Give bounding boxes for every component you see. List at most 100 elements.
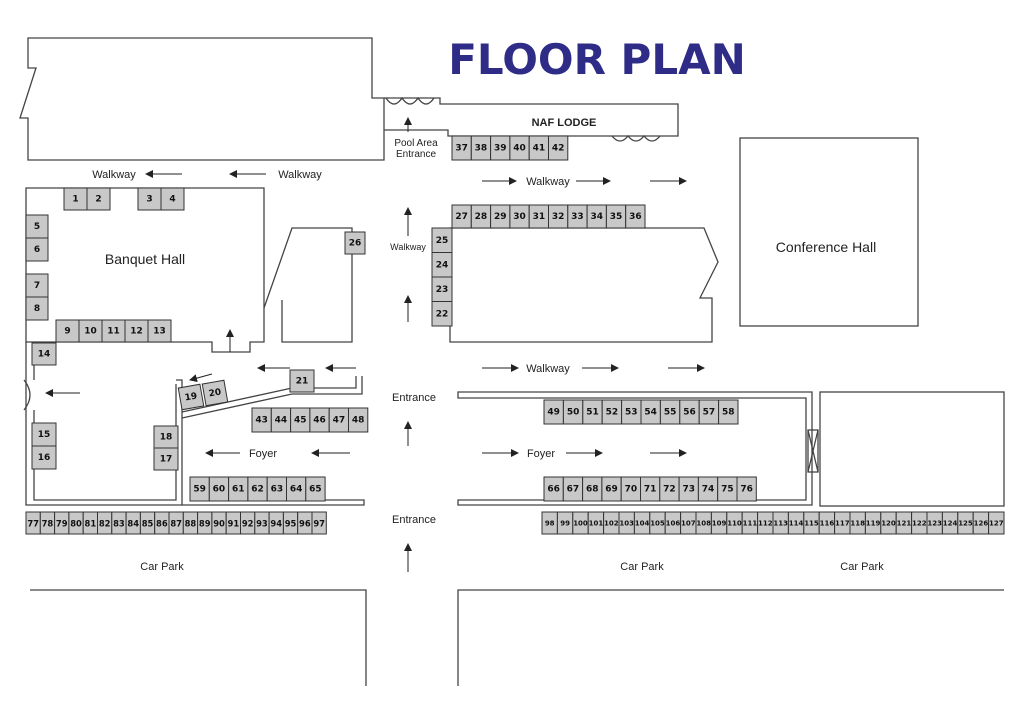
booth-56[interactable]: 56 [679,399,700,425]
booth-123[interactable]: 123 [926,511,943,535]
booth-3[interactable]: 3 [137,187,162,211]
booth-17[interactable]: 17 [153,447,179,471]
booth-33[interactable]: 33 [567,204,588,229]
booth-113[interactable]: 113 [772,511,789,535]
booth-26[interactable]: 26 [344,231,366,255]
booth-42[interactable]: 42 [548,135,569,161]
booth-76[interactable]: 76 [736,476,757,502]
booth-100[interactable]: 100 [572,511,589,535]
booth-108[interactable]: 108 [695,511,712,535]
booth-109[interactable]: 109 [710,511,728,535]
booth-112[interactable]: 112 [757,511,774,535]
booth-67[interactable]: 67 [562,476,584,502]
booth-15[interactable]: 15 [31,422,57,447]
booth-40[interactable]: 40 [509,135,530,161]
booth-81[interactable]: 81 [82,511,98,535]
booth-2[interactable]: 2 [86,187,111,211]
booth-120[interactable]: 120 [880,511,897,535]
booth-51[interactable]: 51 [582,399,603,425]
booth-50[interactable]: 50 [562,399,584,425]
booth-107[interactable]: 107 [680,511,697,535]
booth-127[interactable]: 127 [988,511,1005,535]
booth-4[interactable]: 4 [160,187,185,211]
booth-77[interactable]: 77 [25,511,41,535]
booth-6[interactable]: 6 [25,237,49,262]
booth-19[interactable]: 19 [177,383,205,411]
booth-83[interactable]: 83 [111,511,127,535]
booth-64[interactable]: 64 [286,476,307,502]
booth-96[interactable]: 96 [297,511,313,535]
booth-29[interactable]: 29 [490,204,511,229]
booth-45[interactable]: 45 [290,407,311,433]
booth-75[interactable]: 75 [717,476,738,502]
booth-11[interactable]: 11 [101,319,126,343]
booth-85[interactable]: 85 [139,511,156,535]
booth-91[interactable]: 91 [225,511,241,535]
booth-125[interactable]: 125 [957,511,974,535]
booth-92[interactable]: 92 [240,511,256,535]
booth-13[interactable]: 13 [147,319,172,343]
booth-97[interactable]: 97 [311,511,327,535]
booth-53[interactable]: 53 [621,399,642,425]
booth-7[interactable]: 7 [25,273,49,298]
booth-9[interactable]: 9 [55,319,80,343]
booth-31[interactable]: 31 [528,204,550,229]
booth-47[interactable]: 47 [328,407,350,433]
booth-116[interactable]: 116 [818,511,836,535]
booth-99[interactable]: 99 [556,511,574,535]
booth-49[interactable]: 49 [543,399,564,425]
booth-89[interactable]: 89 [197,511,213,535]
booth-79[interactable]: 79 [54,511,70,535]
booth-101[interactable]: 101 [587,511,605,535]
booth-27[interactable]: 27 [451,204,472,229]
booth-16[interactable]: 16 [31,445,57,470]
booth-36[interactable]: 36 [625,204,646,229]
booth-90[interactable]: 90 [211,511,227,535]
booth-35[interactable]: 35 [605,204,627,229]
booth-124[interactable]: 124 [941,511,959,535]
booth-28[interactable]: 28 [470,204,492,229]
booth-74[interactable]: 74 [697,476,719,502]
booth-126[interactable]: 126 [972,511,990,535]
booth-110[interactable]: 110 [726,511,743,535]
booth-5[interactable]: 5 [25,214,49,239]
booth-44[interactable]: 44 [270,407,292,433]
booth-60[interactable]: 60 [208,476,230,502]
booth-78[interactable]: 78 [39,511,56,535]
booth-121[interactable]: 121 [895,511,913,535]
booth-25[interactable]: 25 [431,227,453,253]
booth-105[interactable]: 105 [649,511,666,535]
booth-73[interactable]: 73 [678,476,699,502]
booth-21[interactable]: 21 [289,369,315,393]
booth-119[interactable]: 119 [864,511,882,535]
booth-87[interactable]: 87 [168,511,184,535]
booth-63[interactable]: 63 [266,476,288,502]
booth-54[interactable]: 54 [640,399,661,425]
booth-59[interactable]: 59 [189,476,210,502]
booth-12[interactable]: 12 [124,319,149,343]
booth-8[interactable]: 8 [25,296,49,321]
booth-103[interactable]: 103 [618,511,635,535]
booth-69[interactable]: 69 [601,476,622,502]
booth-68[interactable]: 68 [582,476,603,502]
booth-30[interactable]: 30 [509,204,530,229]
booth-46[interactable]: 46 [309,407,330,433]
booth-24[interactable]: 24 [431,252,453,278]
booth-98[interactable]: 98 [541,511,558,535]
booth-22[interactable]: 22 [431,301,453,327]
booth-58[interactable]: 58 [718,399,739,425]
booth-52[interactable]: 52 [601,399,623,425]
booth-66[interactable]: 66 [543,476,564,502]
booth-115[interactable]: 115 [803,511,820,535]
booth-55[interactable]: 55 [659,399,681,425]
booth-88[interactable]: 88 [182,511,199,535]
booth-114[interactable]: 114 [787,511,805,535]
booth-111[interactable]: 111 [741,511,759,535]
booth-1[interactable]: 1 [63,187,88,211]
booth-38[interactable]: 38 [470,135,492,161]
booth-39[interactable]: 39 [490,135,511,161]
booth-32[interactable]: 32 [548,204,569,229]
booth-65[interactable]: 65 [305,476,326,502]
booth-117[interactable]: 117 [834,511,851,535]
booth-23[interactable]: 23 [431,276,453,302]
